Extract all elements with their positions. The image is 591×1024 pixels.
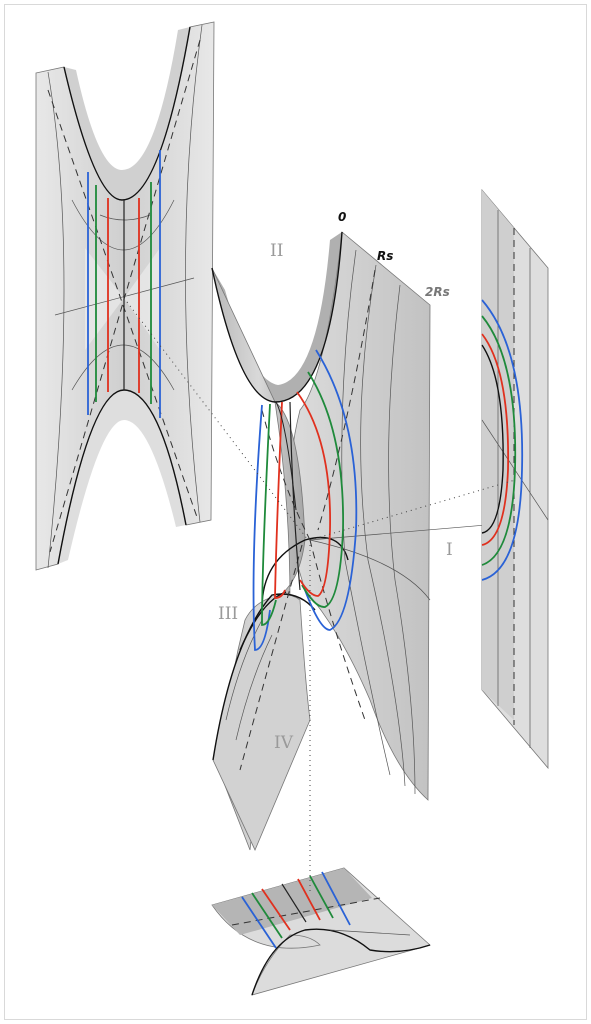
central-blue-curve — [252, 349, 358, 651]
radius-label-2rs: 2Rs — [425, 285, 450, 299]
left-projection — [35, 21, 215, 571]
central-surface-right-sheet — [288, 231, 431, 801]
left-projection-horizon-b — [49, 39, 201, 553]
right-red-arc — [481, 333, 510, 546]
figure-frame — [4, 4, 587, 1020]
central-surface-horizon-ring — [261, 536, 349, 609]
left-projection-horizon-a — [47, 89, 199, 521]
right-green-arc — [481, 315, 517, 566]
left-projection-lower-edge — [57, 389, 187, 565]
bottom-projection — [211, 867, 431, 996]
projection-line-right — [309, 479, 516, 541]
projection-line-left — [123, 297, 309, 541]
central-green-curve — [261, 371, 344, 626]
left-projection-upper-throat — [64, 27, 190, 200]
right-projection — [481, 188, 549, 770]
left-projection-lower-shade — [58, 390, 186, 564]
left-projection-upper-edge — [63, 26, 191, 201]
region-label-iv: IV — [274, 733, 294, 753]
region-label-ii: II — [270, 241, 283, 261]
region-label-iii: III — [218, 604, 238, 624]
right-blue-arc — [481, 299, 524, 581]
radius-label-zero: 0 — [338, 210, 346, 224]
region-label-i: I — [446, 540, 453, 560]
central-surface-horizon-a — [317, 269, 376, 531]
radius-label-rs: Rs — [377, 249, 393, 263]
central-surface-lower-sheet — [212, 593, 311, 851]
central-surface — [211, 231, 546, 851]
central-red-curve — [274, 391, 331, 599]
central-surface-top-edge — [211, 231, 343, 403]
